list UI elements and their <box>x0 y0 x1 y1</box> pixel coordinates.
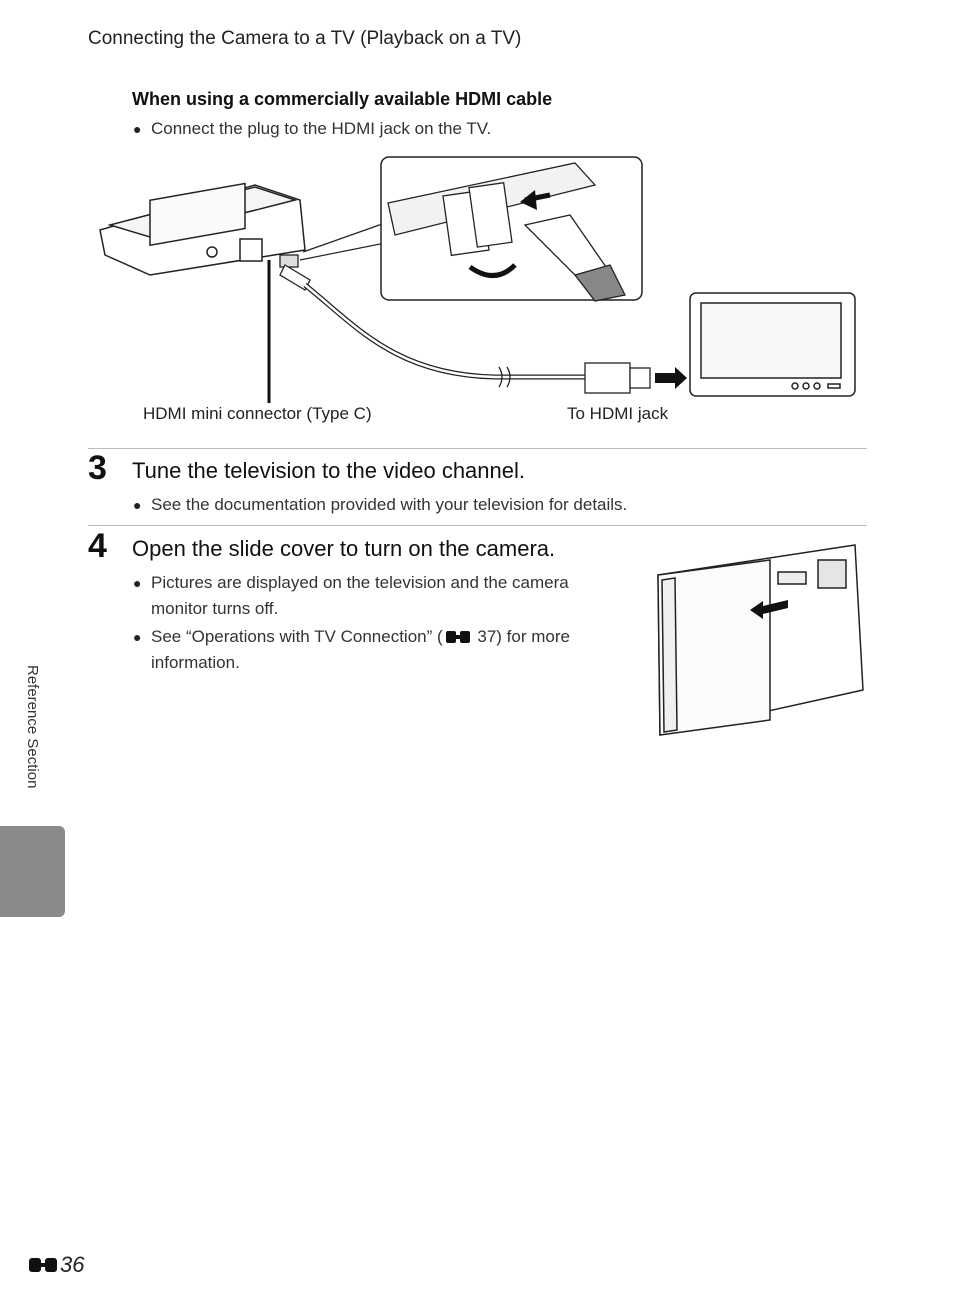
step-4-bullet-2: ● See “Operations with TV Connection” ( … <box>133 624 621 676</box>
hdmi-connection-illustration <box>99 156 856 403</box>
page-header: Connecting the Camera to a TV (Playback … <box>88 28 522 49</box>
label-hdmi-mini-connector: HDMI mini connector (Type C) <box>143 404 372 423</box>
camera-illustration <box>99 182 306 276</box>
bullet-connect-plug: ● Connect the plug to the HDMI jack on t… <box>133 116 492 142</box>
bullet-dot: ● <box>133 497 142 513</box>
bullet-text-part1: See “Operations with TV Connection” ( <box>151 627 443 646</box>
step-3-title: Tune the television to the video channel… <box>132 458 526 483</box>
bullet-dot: ● <box>133 575 142 591</box>
section-subheading: When using a commercially available HDMI… <box>132 89 553 109</box>
step-4-title: Open the slide cover to turn on the came… <box>132 536 556 561</box>
bullet-dot: ● <box>133 629 142 645</box>
page-number: 36 <box>28 1252 84 1278</box>
step-4-bullet-1: ● Pictures are displayed on the televisi… <box>133 570 621 622</box>
reference-section-icon <box>445 630 471 644</box>
bullet-text: See the documentation provided with your… <box>151 495 628 514</box>
tv-illustration <box>689 292 856 397</box>
step-3-number: 3 <box>88 449 107 487</box>
camera-slide-cover-illustration <box>657 544 864 736</box>
reference-section-icon <box>28 1257 58 1273</box>
sidebar-section-tab <box>0 826 65 917</box>
divider-step3 <box>88 448 867 449</box>
bullet-text: Connect the plug to the HDMI jack on the… <box>151 119 492 138</box>
bullet-dot: ● <box>133 121 142 137</box>
step-4-number: 4 <box>88 527 107 565</box>
label-to-hdmi-jack: To HDMI jack <box>567 404 669 423</box>
step-3-bullet: ● See the documentation provided with yo… <box>133 492 628 518</box>
sidebar-section-label: Reference Section <box>24 665 41 789</box>
divider-step4 <box>88 525 867 526</box>
bullet-text: Pictures are displayed on the television… <box>151 573 569 618</box>
page-number-text: 36 <box>60 1252 85 1277</box>
bullet-text-part2: 37) for more information. <box>151 627 570 672</box>
